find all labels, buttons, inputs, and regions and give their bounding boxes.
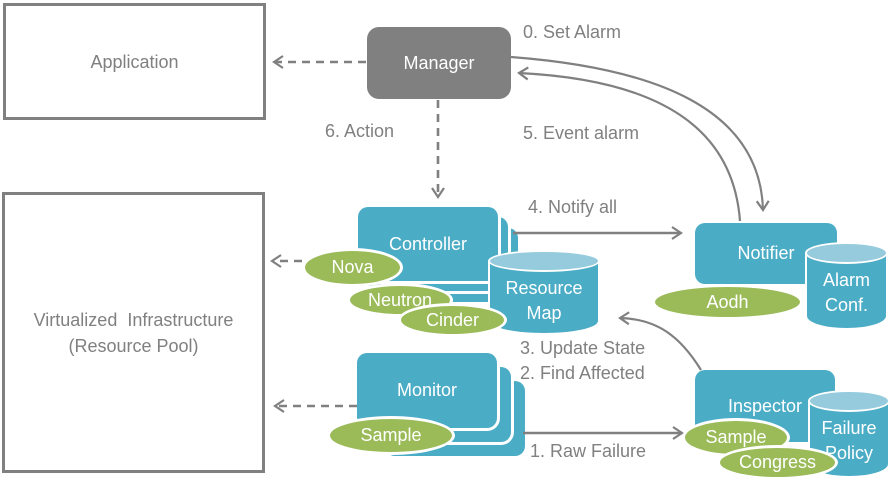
application-box: Application [3, 3, 266, 120]
congress-ellipse: Congress [717, 445, 838, 480]
nova-label: Nova [331, 257, 374, 277]
step-label-set-alarm: 0. Set Alarm [523, 22, 622, 42]
alarm-conf-cylinder-body [805, 253, 888, 330]
nova-ellipse: Nova [302, 248, 403, 287]
monitor-label: Monitor [396, 380, 458, 400]
manager-label: Manager [403, 52, 475, 73]
resource-map-cylinder-body [488, 261, 600, 335]
failure-policy-label-line1: Failure [821, 418, 877, 438]
congress-label: Congress [738, 452, 817, 472]
cinder-ellipse: Cinder [398, 303, 507, 337]
controller-label: Controller [388, 233, 468, 254]
virtualized-infrastructure-box: Virtualized Infrastructure (Resource Poo… [2, 192, 265, 473]
step-label-find-affected: 2. Find Affected [520, 363, 645, 383]
inspector-sample-label: Sample [705, 427, 767, 447]
cinder-label: Cinder [425, 309, 480, 330]
step-label-update-state: 3. Update State [520, 338, 646, 358]
alarm-conf-cylinder: Alarm Conf. [805, 242, 888, 330]
alarm-conf-label-line2: Conf. [824, 295, 869, 315]
aodh-label: Aodh [706, 291, 749, 312]
monitor-sample-label: Sample [360, 425, 422, 445]
alarm-conf-label-line1: Alarm [822, 270, 870, 290]
failure-policy-cylinder-top [808, 390, 890, 412]
manager-box: Manager [367, 27, 511, 99]
neutron-label: Neutron [367, 289, 433, 310]
step-label-action: 6. Action [325, 121, 395, 141]
resource-map-cylinder-top [488, 250, 600, 272]
virtualized-infrastructure-label-line1: Virtualized Infrastructure [33, 309, 234, 330]
application-label: Application [90, 51, 179, 72]
neutron-ellipse: Neutron [347, 283, 453, 317]
virtualized-infrastructure-label-line2: (Resource Pool) [68, 335, 199, 356]
inspector-label: Inspector [727, 395, 803, 416]
aodh-ellipse: Aodh [652, 284, 803, 320]
notifier-label: Notifier [737, 243, 795, 263]
failure-policy-label-line2: Policy [824, 443, 873, 463]
alarm-conf-cylinder-top [805, 242, 888, 264]
step-label-notify-all: 4. Notify all [528, 197, 618, 217]
resource-map-label-line1: Resource [505, 278, 583, 298]
step-label-event-alarm: 5. Event alarm [523, 123, 640, 143]
resource-map-label-line2: Map [526, 303, 562, 323]
step-label-raw-failure: 1. Raw Failure [530, 441, 647, 461]
monitor-sample-ellipse: Sample [327, 416, 455, 455]
resource-map-cylinder: Resource Map [488, 250, 600, 335]
